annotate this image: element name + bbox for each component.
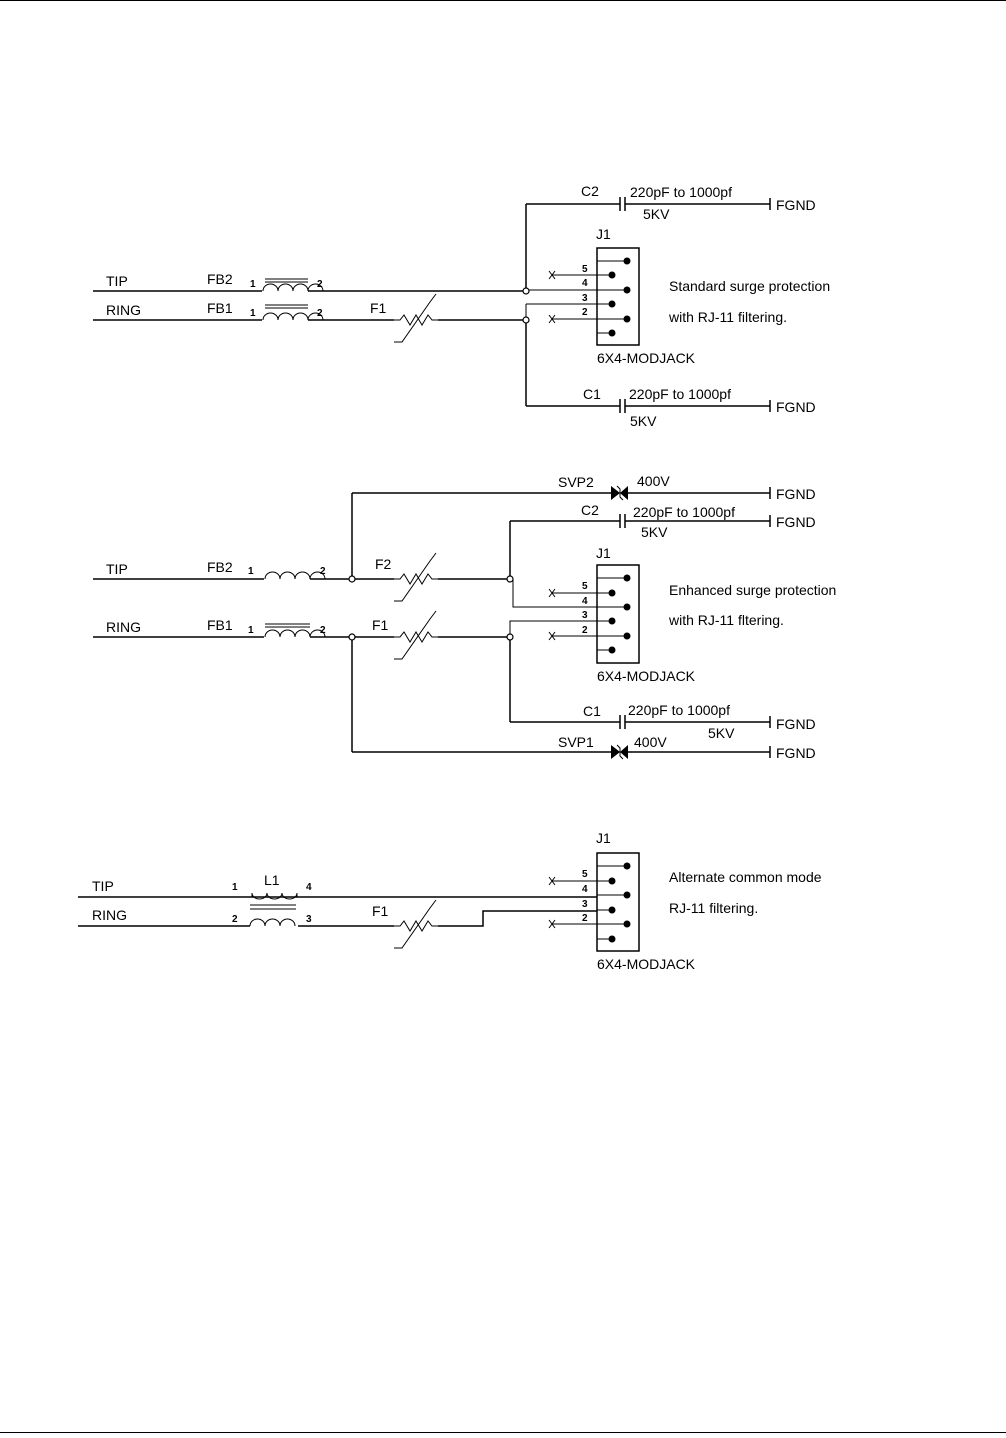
tip-label: TIP [106, 273, 128, 289]
l1-choke-icon [249, 888, 298, 930]
tip-label: TIP [92, 878, 114, 894]
svp1-fgnd-label: FGND [776, 745, 816, 761]
circuit-standard: TIP RING FB2 1 2 FB1 1 2 F1 C2 [93, 183, 830, 429]
circuit-common-mode: TIP RING L1 1 4 2 3 F1 J1 [78, 830, 822, 972]
f2-ref: F2 [375, 556, 392, 572]
note-line-2: RJ-11 filtering. [669, 900, 758, 916]
fb1-pin-2: 2 [320, 625, 326, 636]
c1-value: 220pF to 1000pf [629, 386, 731, 402]
svp1-value: 400V [634, 734, 667, 750]
c1-ref: C1 [583, 703, 601, 719]
c2-voltage: 5KV [641, 524, 668, 540]
fb2-pin-2: 2 [317, 279, 323, 290]
circuit-enhanced: TIP RING FB2 1 2 FB1 1 2 F2 F1 [93, 473, 836, 761]
fb1-pin-2: 2 [317, 308, 323, 319]
fb2-pin-1: 1 [248, 566, 254, 577]
j1-pin-5: 5 [582, 581, 588, 592]
c1-voltage: 5KV [708, 725, 735, 741]
j1-contacts [597, 574, 631, 654]
ring-label: RING [92, 907, 127, 923]
j1-pin-4: 4 [582, 278, 588, 289]
j1-pin-5: 5 [582, 264, 588, 275]
j1-part: 6X4-MODJACK [597, 956, 696, 972]
fb1-ref: FB1 [207, 617, 233, 633]
j1-part: 6X4-MODJACK [597, 350, 696, 366]
j1-ref: J1 [596, 545, 611, 561]
c2-voltage: 5KV [643, 206, 670, 222]
j1-pin-2: 2 [582, 625, 588, 636]
c2-ref: C2 [581, 502, 599, 518]
c1-value: 220pF to 1000pf [628, 702, 730, 718]
svp1-ref: SVP1 [558, 734, 594, 750]
j1-contacts [597, 257, 631, 337]
top-page-rule [0, 0, 1006, 1]
j1-pin-2: 2 [582, 913, 588, 924]
c2-value: 220pF to 1000pf [633, 504, 735, 520]
fb2-pin-2: 2 [320, 566, 326, 577]
svp2-ref: SVP2 [558, 474, 594, 490]
l1-ref: L1 [264, 872, 280, 888]
l1-pin-4: 4 [306, 882, 312, 893]
c1-voltage: 5KV [630, 413, 657, 429]
f1-ref: F1 [372, 617, 389, 633]
fb1-pin-1: 1 [248, 625, 254, 636]
j1-pin-3: 3 [582, 293, 588, 304]
ring-label: RING [106, 302, 141, 318]
j1-pin-3: 3 [582, 899, 588, 910]
j1-contacts [597, 862, 631, 943]
j1-pin-4: 4 [582, 884, 588, 895]
j1-pin-5: 5 [582, 869, 588, 880]
f1-ref: F1 [370, 300, 387, 316]
note-line-1: Alternate common mode [669, 869, 822, 885]
c2-fgnd-label: FGND [776, 197, 816, 213]
j1-connector-body [596, 564, 640, 664]
svp2-fgnd-label: FGND [776, 486, 816, 502]
note-line-2: with RJ-11 fltering. [668, 612, 784, 628]
j1-pin-4: 4 [582, 596, 588, 607]
fb2-ref: FB2 [207, 559, 233, 575]
j1-connector-body [596, 247, 640, 346]
l1-pin-1: 1 [232, 882, 238, 893]
j1-pin-2: 2 [582, 307, 588, 318]
note-line-1: Enhanced surge protection [669, 582, 836, 598]
j1-ref: J1 [596, 226, 611, 242]
fb2-ref: FB2 [207, 271, 233, 287]
fb1-ref: FB1 [207, 300, 233, 316]
c2-value: 220pF to 1000pf [630, 184, 732, 200]
c2-fgnd-label: FGND [776, 514, 816, 530]
svp2-value: 400V [637, 473, 670, 489]
f1-ref: F1 [372, 903, 389, 919]
fb2-pin-1: 1 [250, 279, 256, 290]
j1-pin-3: 3 [582, 610, 588, 621]
c2-ref: C2 [581, 183, 599, 199]
j1-connector-body [596, 852, 640, 952]
c1-fgnd-label: FGND [776, 399, 816, 415]
bottom-page-rule [0, 1432, 1006, 1433]
l1-pin-3: 3 [306, 914, 312, 925]
note-line-2: with RJ-11 filtering. [668, 309, 787, 325]
tip-label: TIP [106, 561, 128, 577]
l1-pin-2: 2 [232, 914, 238, 925]
note-line-1: Standard surge protection [669, 278, 830, 294]
fb1-pin-1: 1 [250, 308, 256, 319]
c1-fgnd-label: FGND [776, 716, 816, 732]
j1-part: 6X4-MODJACK [597, 668, 696, 684]
c1-ref: C1 [583, 386, 601, 402]
j1-ref: J1 [596, 830, 611, 846]
ring-label: RING [106, 619, 141, 635]
